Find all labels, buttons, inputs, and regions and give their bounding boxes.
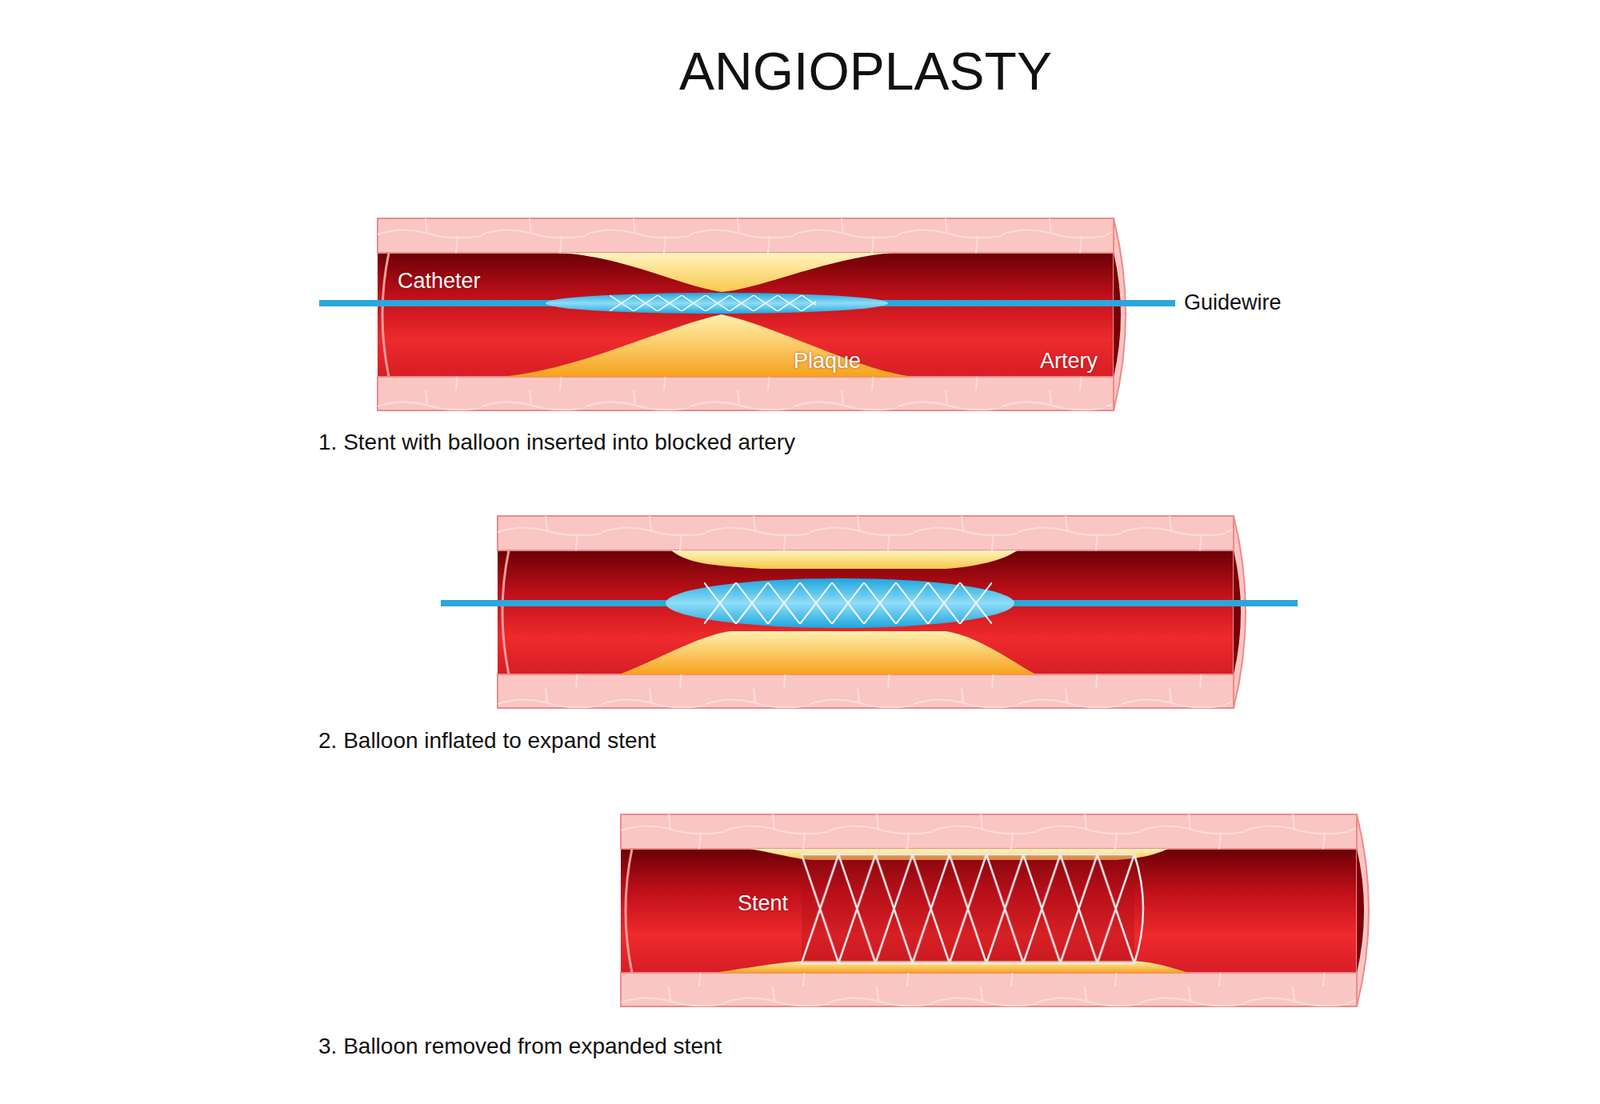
part-label: Catheter [397, 268, 481, 294]
artery-panel-1 [319, 218, 1176, 411]
step-caption: 1. Stent with balloon inserted into bloc… [318, 429, 796, 456]
diagram-title: ANGIOPLASTY [679, 41, 1052, 103]
step-caption: 3. Balloon removed from expanded stent [318, 1033, 722, 1060]
artery-panel-3 [620, 814, 1369, 1007]
part-label: Stent [737, 891, 788, 916]
part-label: Guidewire [1184, 290, 1282, 316]
step-caption: 2. Balloon inflated to expand stent [318, 728, 656, 754]
artery-panel-2 [440, 516, 1298, 708]
part-label: Plaque [793, 348, 861, 374]
part-label: Artery [1040, 348, 1098, 374]
